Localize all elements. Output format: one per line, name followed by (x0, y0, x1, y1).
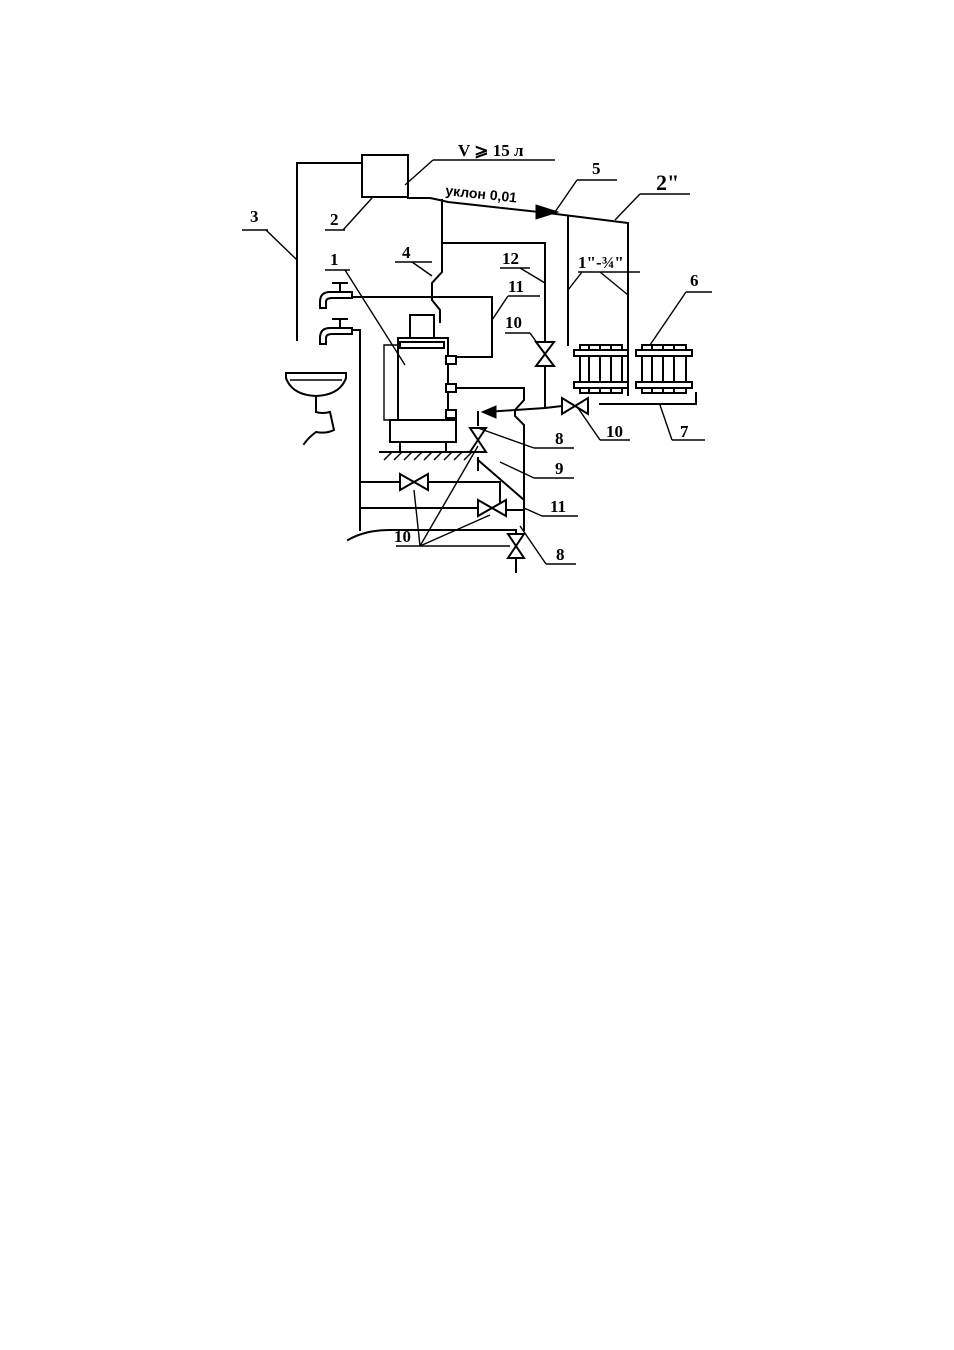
label-return-pipe: 7 (680, 422, 689, 441)
air-vent-leader (555, 180, 577, 212)
label-boiler: 1 (330, 250, 339, 269)
valve-lower-horizontal (478, 500, 506, 516)
boiler-label-leader (345, 270, 405, 365)
sink (286, 373, 346, 444)
make-up-label-leader (500, 462, 534, 478)
label-drain-valve-top: 8 (555, 429, 564, 448)
bypass-pipe (442, 243, 545, 342)
return-label-leader (660, 405, 672, 440)
cold-water-inlet (348, 530, 516, 540)
tank-number-leader (343, 198, 372, 230)
label-bypass-pipe: 12 (502, 249, 519, 268)
label-valves-group: 10 (394, 527, 411, 546)
label-drain-valve-bottom: 8 (556, 545, 565, 564)
riser-pipe-size: 1"-¾" (578, 253, 624, 272)
radiator-label-leader (650, 292, 686, 345)
label-air-vent: 5 (592, 159, 601, 178)
return-pipe-to-boiler (485, 406, 562, 412)
label-supply-riser: 4 (402, 243, 411, 262)
drain-valve-bottom (508, 534, 524, 558)
drain-valve-top-leader (478, 428, 534, 448)
label-hot-water-pipe: 11 (508, 277, 524, 296)
label-overflow-pipe: 3 (250, 207, 259, 226)
supply-riser (432, 200, 442, 322)
cold-water-main (352, 330, 360, 530)
label-cold-water-pipe: 11 (550, 497, 566, 516)
boiler (384, 315, 456, 450)
floor-hatch (384, 452, 472, 460)
riser-label-leader (412, 262, 432, 276)
main-pipe-size: 2" (656, 170, 679, 195)
riser-size-leader-2 (600, 272, 628, 295)
radiator-right (636, 345, 692, 393)
drain-valve-top (470, 428, 486, 452)
return-pipe (600, 393, 696, 404)
overflow-label-leader (266, 230, 297, 260)
air-vent-arrow (536, 205, 558, 219)
label-radiator: 6 (690, 271, 699, 290)
riser-size-leader-1 (568, 272, 582, 290)
tank-label-leader (405, 160, 433, 185)
valve-left-horizontal (400, 474, 428, 490)
main-pipe-leader (615, 194, 640, 220)
expansion-tank (362, 155, 408, 197)
label-make-up-pipe: 9 (555, 459, 564, 478)
tap-upper (320, 283, 352, 308)
return-arrow (482, 406, 496, 418)
tap-lower (320, 319, 352, 344)
tank-volume-annotation: V ⩾ 15 л (458, 141, 524, 160)
label-valve-supply: 10 (505, 313, 522, 332)
label-valve-return: 10 (606, 422, 623, 441)
cold-water-pipe-leader (524, 508, 542, 516)
label-expansion-tank: 2 (330, 210, 339, 229)
return-valve (562, 398, 588, 414)
radiator-left (574, 345, 628, 393)
